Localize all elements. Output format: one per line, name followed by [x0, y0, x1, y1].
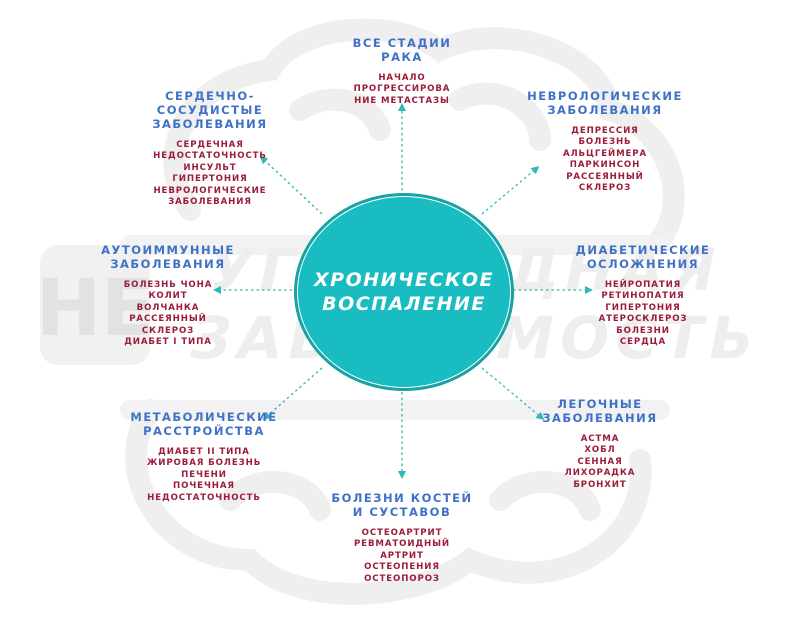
list-item: РЕТИНОПАТИЯ: [601, 291, 685, 302]
list-item: СЕРДЕЧНАЯ: [176, 140, 244, 150]
list-item: СЕННАЯ: [577, 456, 623, 467]
group-metabolic: МЕТАБОЛИЧЕСКИЕ РАССТРОЙСТВА ДИАБЕТ II ТИ…: [120, 410, 288, 504]
list-item: РАССЕЯННЫЙ: [129, 314, 207, 325]
list-item: ЛИХОРАДКА: [564, 468, 636, 479]
watermark-badge: [40, 245, 150, 365]
list-item: АТЕРОСКЛЕРОЗ: [598, 314, 688, 325]
list-item: СЕРДЦА: [619, 337, 667, 348]
group-bones-items: ОСТЕОАРТРИТ РЕВМАТОИДНЫЙ АРТРИТ ОСТЕОПЕН…: [320, 528, 484, 585]
list-item: ГИПЕРТОНИЯ: [605, 302, 681, 313]
list-item: ВОЛЧАНКА: [136, 302, 200, 313]
group-lung: ЛЕГОЧНЫЕ ЗАБОЛЕВАНИЯ АСТМА ХОБЛ СЕННАЯ Л…: [528, 397, 672, 491]
list-item: ОСТЕОАРТРИТ: [361, 528, 443, 538]
center-title-line2: ВОСПАЛЕНИЕ: [322, 293, 486, 315]
group-neuro-title: НЕВРОЛОГИЧЕСКИЕ ЗАБОЛЕВАНИЯ: [527, 89, 683, 117]
list-item: ПАРКИНСОН: [569, 160, 641, 171]
group-metabolic-items: ДИАБЕТ II ТИПА ЖИРОВАЯ БОЛЕЗНЬ ПЕЧЕНИ ПО…: [120, 447, 288, 504]
group-metabolic-title: МЕТАБОЛИЧЕСКИЕ РАССТРОЙСТВА: [130, 410, 278, 438]
list-item: АРТРИТ: [380, 550, 424, 561]
list-item: РАССЕЯННЫЙ: [566, 171, 644, 182]
list-item: ПЕЧЕНИ: [181, 469, 227, 480]
list-item: ЖИРОВАЯ БОЛЕЗНЬ: [146, 458, 262, 469]
list-item: БРОНХИТ: [573, 479, 627, 490]
list-item: ОСТЕОПЕНИЯ: [364, 562, 440, 573]
list-item: НИЕ МЕТАСТАЗЫ: [354, 95, 450, 106]
list-item: БОЛЕЗНИ: [616, 325, 670, 336]
group-autoimmune: АУТОИММУННЫЕ ЗАБОЛЕВАНИЯ БОЛЕЗНЬ ЧОНА КО…: [94, 243, 242, 348]
group-cardio-title: СЕРДЕЧНО- СОСУДИСТЫЕ ЗАБОЛЕВАНИЯ: [152, 89, 268, 131]
group-diabetic-title: ДИАБЕТИЧЕСКИЕ ОСЛОЖНЕНИЯ: [575, 243, 711, 271]
list-item: СКЛЕРОЗ: [578, 183, 632, 194]
arrow-to-lung: [481, 367, 545, 420]
list-item: ОСТЕОПОРОЗ: [364, 573, 440, 584]
watermark-badge-text: НЕ: [36, 264, 155, 354]
group-cancer: ВСЕ СТАДИИ РАКА НАЧАЛО ПРОГРЕССИРОВА НИЕ…: [328, 36, 476, 107]
list-item: ДИАБЕТ II ТИПА: [158, 447, 250, 457]
group-bones-title: БОЛЕЗНИ КОСТЕЙ И СУСТАВОВ: [331, 491, 473, 519]
list-item: НЕЙРОПАТИЯ: [604, 280, 682, 290]
list-item: БОЛЕЗНЬ: [578, 137, 632, 148]
list-item: ПРОГРЕССИРОВА: [353, 84, 451, 95]
group-cardio: СЕРДЕЧНО- СОСУДИСТЫЕ ЗАБОЛЕВАНИЯ СЕРДЕЧН…: [126, 89, 294, 208]
list-item: ДИАБЕТ I ТИПА: [124, 337, 212, 348]
list-item: ГИПЕРТОНИЯ: [172, 174, 248, 185]
list-item: КОЛИТ: [148, 291, 188, 302]
list-item: ДЕПРЕССИЯ: [571, 126, 639, 136]
list-item: ИНСУЛЬТ: [183, 162, 237, 173]
arrow-to-neuro: [481, 166, 540, 215]
center-title-line1: ХРОНИЧЕСКОЕ: [314, 269, 494, 291]
list-item: ПОЧЕЧНАЯ: [173, 481, 235, 492]
list-item: СКЛЕРОЗ: [141, 325, 195, 336]
list-item: НАЧАЛО: [378, 73, 426, 83]
group-autoimmune-title: АУТОИММУННЫЕ ЗАБОЛЕВАНИЯ: [101, 243, 235, 271]
group-diabetic-items: НЕЙРОПАТИЯ РЕТИНОПАТИЯ ГИПЕРТОНИЯ АТЕРОС…: [567, 280, 719, 348]
group-neuro: НЕВРОЛОГИЧЕСКИЕ ЗАБОЛЕВАНИЯ ДЕПРЕССИЯ БО…: [515, 89, 695, 194]
group-lung-items: АСТМА ХОБЛ СЕННАЯ ЛИХОРАДКА БРОНХИТ: [528, 434, 672, 491]
list-item: НЕВРОЛОГИЧЕСКИЕ: [153, 185, 267, 196]
group-bones: БОЛЕЗНИ КОСТЕЙ И СУСТАВОВ ОСТЕОАРТРИТ РЕ…: [320, 491, 484, 585]
group-autoimmune-items: БОЛЕЗНЬ ЧОНА КОЛИТ ВОЛЧАНКА РАССЕЯННЫЙ С…: [94, 280, 242, 348]
group-neuro-items: ДЕПРЕССИЯ БОЛЕЗНЬ АЛЬЦГЕЙМЕРА ПАРКИНСОН …: [515, 126, 695, 194]
list-item: НЕДОСТАТОЧНОСТЬ: [153, 151, 267, 162]
group-cardio-items: СЕРДЕЧНАЯ НЕДОСТАТОЧНОСТЬ ИНСУЛЬТ ГИПЕРТ…: [126, 140, 294, 208]
center-circle: ХРОНИЧЕСКОЕ ВОСПАЛЕНИЕ: [298, 197, 510, 387]
group-lung-title: ЛЕГОЧНЫЕ ЗАБОЛЕВАНИЯ: [542, 397, 658, 425]
list-item: НЕДОСТАТОЧНОСТЬ: [147, 492, 261, 503]
arrow-to-cardio: [259, 155, 323, 215]
list-item: БОЛЕЗНЬ ЧОНА: [123, 280, 213, 290]
list-item: АСТМА: [580, 434, 620, 444]
group-cancer-title: ВСЕ СТАДИИ РАКА: [352, 36, 452, 64]
arrow-to-metabolic: [262, 367, 323, 420]
list-item: ХОБЛ: [584, 445, 616, 456]
list-item: АЛЬЦГЕЙМЕРА: [562, 148, 648, 159]
group-cancer-items: НАЧАЛО ПРОГРЕССИРОВА НИЕ МЕТАСТАЗЫ: [328, 73, 476, 107]
list-item: ЗАБОЛЕВАНИЯ: [168, 197, 252, 208]
group-diabetic: ДИАБЕТИЧЕСКИЕ ОСЛОЖНЕНИЯ НЕЙРОПАТИЯ РЕТИ…: [567, 243, 719, 348]
list-item: РЕВМАТОИДНЫЙ: [353, 539, 451, 550]
